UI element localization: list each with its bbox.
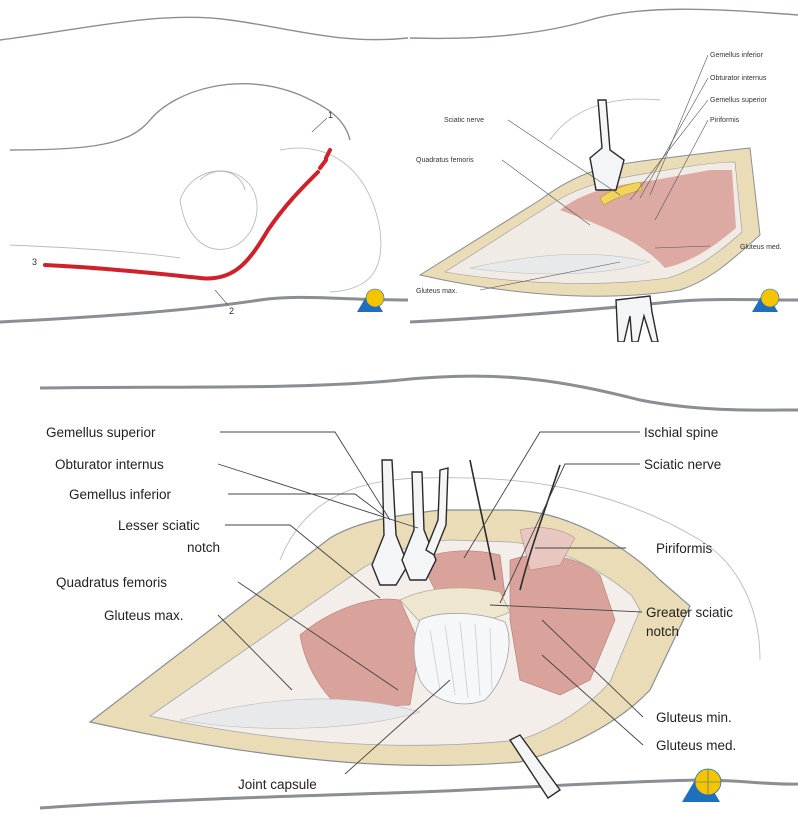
label-gemellus-inferior: Gemellus inferior bbox=[710, 52, 764, 59]
label-piriformis: Piriformis bbox=[710, 117, 740, 124]
incision-dash-1 bbox=[320, 160, 326, 168]
label-piriformis: Piriformis bbox=[656, 541, 712, 556]
label-lesser-sciatic-notch-line2: notch bbox=[187, 540, 220, 555]
incision-panel: 1 2 3 bbox=[0, 0, 408, 342]
thigh-contour bbox=[280, 148, 381, 292]
label-obturator-internus: Obturator internus bbox=[710, 75, 767, 82]
label-sciatic-nerve: Sciatic nerve bbox=[444, 117, 484, 124]
marker-2: 2 bbox=[229, 306, 234, 316]
label-gluteus-max: Gluteus max. bbox=[104, 608, 184, 623]
label-gemellus-inferior: Gemellus inferior bbox=[69, 487, 172, 502]
body-contour-bottom bbox=[40, 780, 798, 808]
label-obturator-internus: Obturator internus bbox=[55, 457, 164, 472]
ao-logo bbox=[682, 769, 721, 802]
marker-3: 3 bbox=[32, 257, 37, 267]
marker-2-leader bbox=[215, 290, 228, 305]
marker-1: 1 bbox=[328, 110, 333, 120]
deep-dissection-illustration: Gemellus superior Obturator internus Gem… bbox=[0, 360, 798, 824]
label-gluteus-max: Gluteus max. bbox=[416, 288, 457, 295]
label-gemellus-superior: Gemellus superior bbox=[710, 97, 767, 104]
body-contour-bottom bbox=[0, 297, 408, 322]
label-lesser-sciatic-notch-line1: Lesser sciatic bbox=[118, 518, 200, 533]
label-gluteus-med: Gluteus med. bbox=[740, 244, 782, 251]
label-greater-sciatic-notch-line1: Greater sciatic bbox=[646, 605, 733, 620]
label-greater-sciatic-notch-line2: notch bbox=[646, 624, 679, 639]
label-ischial-spine: Ischial spine bbox=[644, 425, 718, 440]
incision-illustration: 1 2 3 bbox=[0, 0, 408, 342]
buttock-contour bbox=[10, 84, 350, 150]
label-sciatic-nerve: Sciatic nerve bbox=[644, 457, 721, 472]
body-contour-bottom bbox=[410, 300, 798, 323]
incision-line bbox=[45, 172, 318, 278]
greater-trochanter-contour bbox=[180, 171, 257, 250]
incision-dash-2 bbox=[326, 150, 330, 158]
label-gemellus-superior: Gemellus superior bbox=[46, 425, 156, 440]
marker-1-leader bbox=[312, 118, 327, 132]
upper-retractor bbox=[590, 100, 624, 190]
label-quadratus-femoris: Quadratus femoris bbox=[416, 157, 474, 164]
body-contour-top bbox=[410, 9, 798, 38]
leader-gemellus-inferior bbox=[228, 494, 383, 515]
deep-dissection-panel: Gemellus superior Obturator internus Gem… bbox=[0, 360, 798, 824]
label-gluteus-min: Gluteus min. bbox=[656, 710, 732, 725]
label-quadratus-femoris: Quadratus femoris bbox=[56, 575, 167, 590]
exposure-illustration: Gemellus inferior Obturator internus Gem… bbox=[410, 0, 798, 342]
body-contour-top bbox=[0, 17, 408, 40]
label-gluteus-med: Gluteus med. bbox=[656, 738, 736, 753]
exposure-panel: Gemellus inferior Obturator internus Gem… bbox=[410, 0, 798, 342]
femoral-head-contour bbox=[200, 171, 245, 190]
leader-gemellus-superior bbox=[220, 432, 390, 520]
label-joint-capsule: Joint capsule bbox=[238, 777, 317, 792]
body-contour-top bbox=[40, 376, 798, 410]
